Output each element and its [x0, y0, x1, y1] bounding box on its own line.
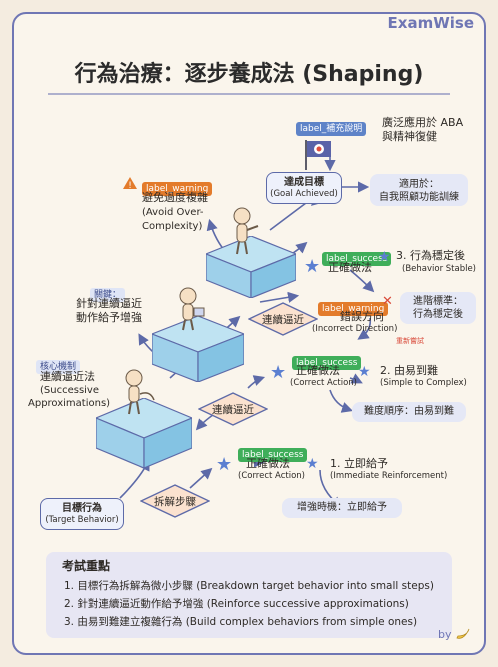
star-step1-icon: ★ [306, 456, 319, 472]
difficulty-box: 難度順序：由易到難 [352, 402, 466, 422]
step1-sub: (Immediate Reinforcement) [330, 471, 448, 481]
success-mid-title: 正確做法 [296, 364, 340, 377]
target-behavior-box: 目標行為 (Target Behavior) [40, 498, 124, 530]
svg-text:!: ! [128, 181, 132, 190]
wrong-direction-en: (Incorrect Direction) [312, 324, 398, 334]
applicable-box: 適用於： 自我照顧功能訓練 [370, 174, 468, 206]
warning-tag-top: label_warning [142, 176, 213, 196]
supplement-line-2: 與精神復健 [382, 130, 437, 143]
byline: by [438, 628, 452, 641]
core-line-3: Approximations) [28, 398, 111, 409]
success-top-title: 正確做法 [328, 261, 372, 274]
goal-achieved-box: 達成目標 (Goal Achieved) [266, 172, 342, 204]
exam-note-1: 1. 目標行為拆解為微小步驟 (Breakdown target behavio… [64, 580, 434, 592]
wrong-direction-zh: 錯誤方向 [340, 310, 384, 323]
star-step2-icon: ★ [358, 364, 371, 380]
success-bot-en: (Correct Action) [238, 471, 305, 481]
goal-title: 達成目標 [284, 177, 324, 188]
diamond-top-label: 連續逼近 [262, 314, 304, 326]
exam-note-2: 2. 針對連續逼近動作給予增強 (Reinforce successive ap… [64, 598, 409, 610]
step2-label: 2. 由易到難 [380, 364, 438, 377]
core-line-2: (Successive [40, 385, 100, 396]
star-bot-icon: ★ [216, 454, 233, 475]
advanced-label: 進階標準： [413, 296, 463, 307]
advanced-text: 行為穩定後 [413, 309, 463, 320]
key-line-2: 動作給予增強 [76, 311, 142, 324]
success-tag-bot: label_success [238, 442, 308, 462]
brand-logo: ExamWise [387, 14, 474, 32]
target-title: 目標行為 [62, 503, 102, 514]
step-cube-mid [152, 316, 244, 382]
warning-avoid-en-1: (Avoid Over- [142, 207, 204, 218]
core-tag: 核心機制 [36, 354, 81, 374]
diamond-successive-mid: 連續逼近 [198, 392, 268, 426]
star-step3-icon: ★ [378, 249, 391, 265]
warning-avoid-en-2: Complexity) [142, 221, 203, 232]
success-tag-top: label_success [322, 246, 392, 266]
goal-subtitle: (Goal Achieved) [270, 189, 338, 199]
diagram-frame [12, 12, 486, 655]
retrain-label: 重新嘗試 [396, 337, 424, 345]
success-tag-mid: label_success [292, 350, 362, 370]
exam-note-3: 3. 由易到難建立複雜行為 (Build complex behaviors f… [64, 616, 418, 628]
warning-icon: ! [123, 177, 137, 190]
title-divider [48, 93, 450, 95]
step-cube-bottom [96, 398, 192, 468]
core-line-1: 連續逼近法 [40, 370, 95, 383]
diamond-breakdown-label: 拆解步驟 [154, 496, 196, 508]
applicable-text: 自我照顧功能訓練 [379, 192, 459, 203]
supplement-tag: label_補充說明 [296, 116, 367, 136]
exam-notes-title: 考試重點 [62, 559, 111, 573]
step-cube-top [206, 236, 296, 298]
page-title: 行為治療：逐步養成法 (Shaping) [74, 62, 424, 87]
diamond-successive-top: 連續逼近 [248, 302, 318, 336]
step2-sub: (Simple to Complex) [380, 378, 467, 388]
warning-tag-dir: label_warning [318, 296, 389, 316]
figure-top-icon [233, 207, 259, 255]
key-tag: 關鍵： [90, 282, 126, 302]
banana-logo-icon [456, 628, 470, 639]
exam-notes-panel [46, 552, 452, 638]
star-top-icon: ★ [304, 256, 321, 277]
step1-label: 1. 立即給予 [330, 457, 388, 470]
success-mid-en: (Correct Action) [290, 378, 357, 388]
warning-avoid-zh: 避免過度複雜 [142, 191, 208, 204]
applicable-label: 適用於： [399, 179, 439, 190]
goal-flag-icon [305, 140, 331, 170]
success-bot-title: 正確做法 [246, 457, 290, 470]
figure-mid-icon [179, 287, 205, 331]
diamond-breakdown: 拆解步驟 [140, 484, 210, 518]
step3-sub: (Behavior Stable) [402, 264, 477, 274]
target-subtitle: (Target Behavior) [45, 515, 119, 525]
star-mid-icon: ★ [270, 362, 287, 383]
figure-bottom-icon [125, 369, 155, 415]
step3-label: 3. 行為穩定後 [396, 249, 465, 262]
key-line-1: 針對連續逼近 [76, 297, 142, 310]
diamond-mid-label: 連續逼近 [212, 404, 254, 416]
wrong-x-icon: ✕ [382, 294, 393, 309]
timing-box: 增強時機：立即給予 [282, 498, 402, 518]
advanced-box: 進階標準： 行為穩定後 [400, 292, 476, 324]
supplement-line-1: 廣泛應用於 ABA [382, 116, 464, 129]
